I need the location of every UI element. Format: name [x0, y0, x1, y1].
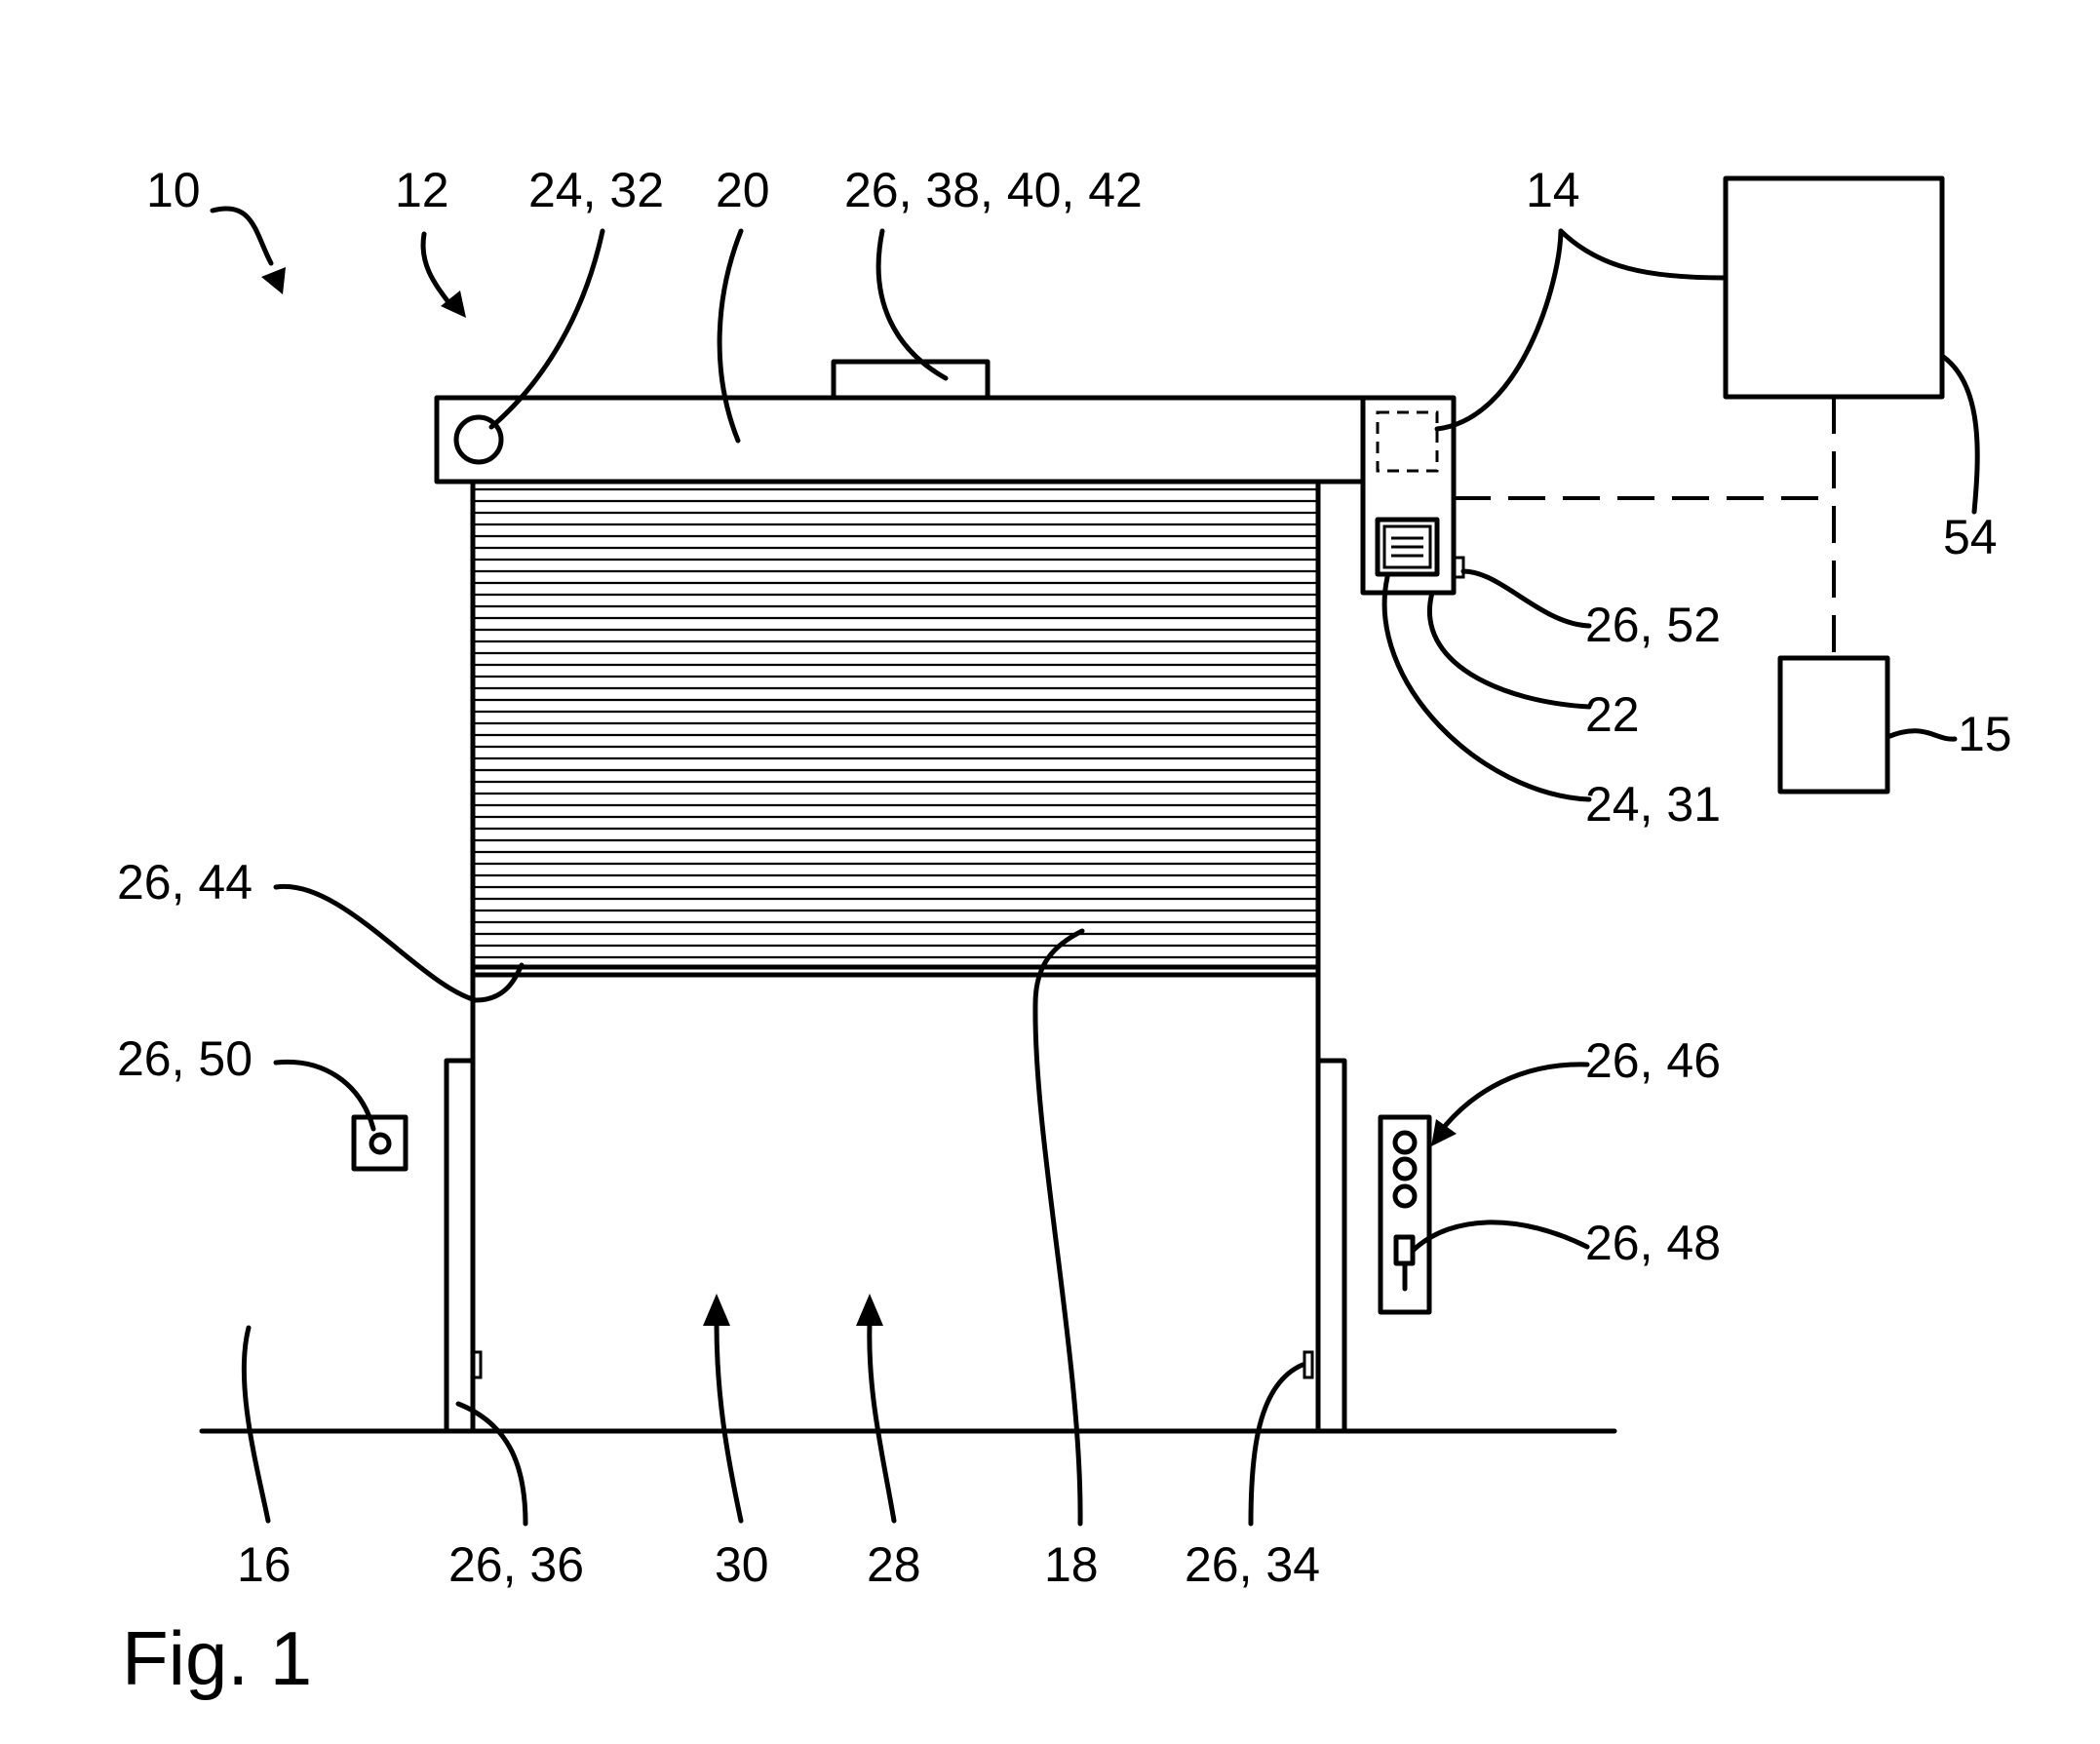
- leader-line: [867, 1321, 897, 1524]
- ref-label-20: 20: [716, 163, 770, 217]
- ref-label-26-36: 26, 36: [448, 1537, 584, 1592]
- leader-line: [1939, 353, 1980, 515]
- ref-label-26-46: 26, 46: [1585, 1033, 1721, 1088]
- left-frame-post: [444, 1058, 476, 1434]
- control-panel-box: [1378, 1114, 1432, 1315]
- top-sensor-block: [831, 359, 991, 401]
- drive-display-box: [1375, 517, 1440, 577]
- leader-line: [1885, 728, 1958, 742]
- drive-unit-housing: [1360, 395, 1457, 596]
- leader-line: [1381, 574, 1592, 802]
- leader-line: [717, 228, 744, 444]
- right-frame-post: [1315, 1058, 1347, 1434]
- left-frame-sensor: [471, 1350, 483, 1379]
- leader-line: [420, 231, 451, 305]
- ref-label-26-38-40-42: 26, 38, 40, 42: [844, 163, 1143, 217]
- control-button: [1392, 1156, 1418, 1182]
- leader-line: [714, 1321, 744, 1524]
- leader-line: [241, 1325, 271, 1524]
- remote-unit-box: [1723, 175, 1945, 400]
- ref-label-24-32: 24, 32: [528, 163, 664, 217]
- ref-label-26-52: 26, 52: [1585, 598, 1721, 652]
- ref-label-26-48: 26, 48: [1585, 1216, 1721, 1270]
- control-button: [1392, 1183, 1418, 1209]
- leader-line: [1427, 590, 1592, 710]
- leader-line: [1411, 1220, 1590, 1253]
- arrow-head: [703, 1294, 730, 1326]
- device-box: [1777, 655, 1890, 794]
- leader-line: [455, 1401, 528, 1527]
- ref-label-28: 28: [867, 1537, 921, 1592]
- leader-line: [210, 206, 274, 266]
- ref-label-12: 12: [395, 163, 449, 217]
- ref-label-18: 18: [1044, 1537, 1099, 1592]
- top-receiver-circle: [453, 414, 504, 465]
- leader-line: [273, 883, 525, 1003]
- right-frame-sensor: [1303, 1350, 1314, 1379]
- side-sensor-tab: [1452, 556, 1465, 579]
- leader-line: [875, 228, 949, 381]
- ref-label-26-44: 26, 44: [117, 855, 253, 910]
- ref-label-22: 22: [1585, 687, 1640, 742]
- ref-label-10: 10: [146, 163, 201, 217]
- leader-line: [1434, 228, 1564, 432]
- ref-label-14: 14: [1526, 163, 1580, 217]
- door-curtain-slats: [473, 487, 1318, 959]
- ref-label-26-50: 26, 50: [117, 1031, 253, 1086]
- arrow-head: [1431, 1119, 1457, 1146]
- control-button: [1392, 1130, 1418, 1155]
- wall-sensor-box: [351, 1114, 408, 1172]
- drive-display-inner: [1382, 524, 1432, 569]
- arrow-head: [441, 291, 466, 318]
- ref-label-30: 30: [715, 1537, 769, 1592]
- leader-line: [273, 1059, 376, 1132]
- arrow-head: [261, 267, 286, 294]
- ref-label-15: 15: [1958, 707, 2012, 761]
- figure-caption: Fig. 1: [122, 1615, 312, 1701]
- leader-line: [488, 228, 605, 430]
- ref-label-26-34: 26, 34: [1185, 1537, 1320, 1592]
- leader-line: [1438, 1062, 1590, 1134]
- drive-control-dashed-box: [1376, 410, 1439, 473]
- ref-label-54: 54: [1943, 510, 1998, 564]
- wall-sensor-lens: [369, 1132, 392, 1155]
- key-switch-rect: [1393, 1234, 1416, 1266]
- leader-line: [1032, 928, 1085, 1527]
- leader-line: [1460, 568, 1592, 629]
- arrow-head: [856, 1294, 883, 1326]
- door-box-housing: [434, 395, 1366, 484]
- leader-line: [1558, 228, 1729, 281]
- leader-line: [1248, 1362, 1305, 1527]
- ref-label-16: 16: [237, 1537, 292, 1592]
- ref-label-24-31: 24, 31: [1585, 777, 1721, 832]
